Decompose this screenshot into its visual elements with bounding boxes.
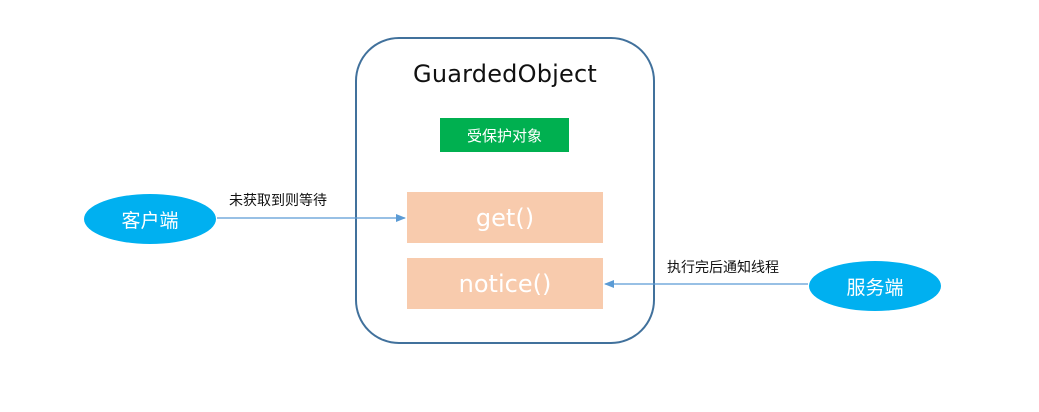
notice-method-box: notice()	[407, 258, 603, 309]
server-label: 服务端	[846, 276, 904, 299]
client-edge-label: 未获取到则等待	[229, 193, 327, 209]
client-label: 客户端	[121, 209, 179, 232]
protected-object-label: 受保护对象	[466, 126, 542, 145]
client-node: 客户端	[84, 194, 216, 244]
server-edge-label: 执行完后通知线程	[667, 260, 779, 276]
get-method-box: get()	[407, 192, 603, 243]
protected-object-badge: 受保护对象	[440, 118, 569, 152]
notice-method-label: notice()	[458, 269, 552, 298]
server-node: 服务端	[809, 261, 941, 311]
container-title: GuardedObject	[413, 60, 597, 88]
get-method-label: get()	[475, 203, 535, 232]
